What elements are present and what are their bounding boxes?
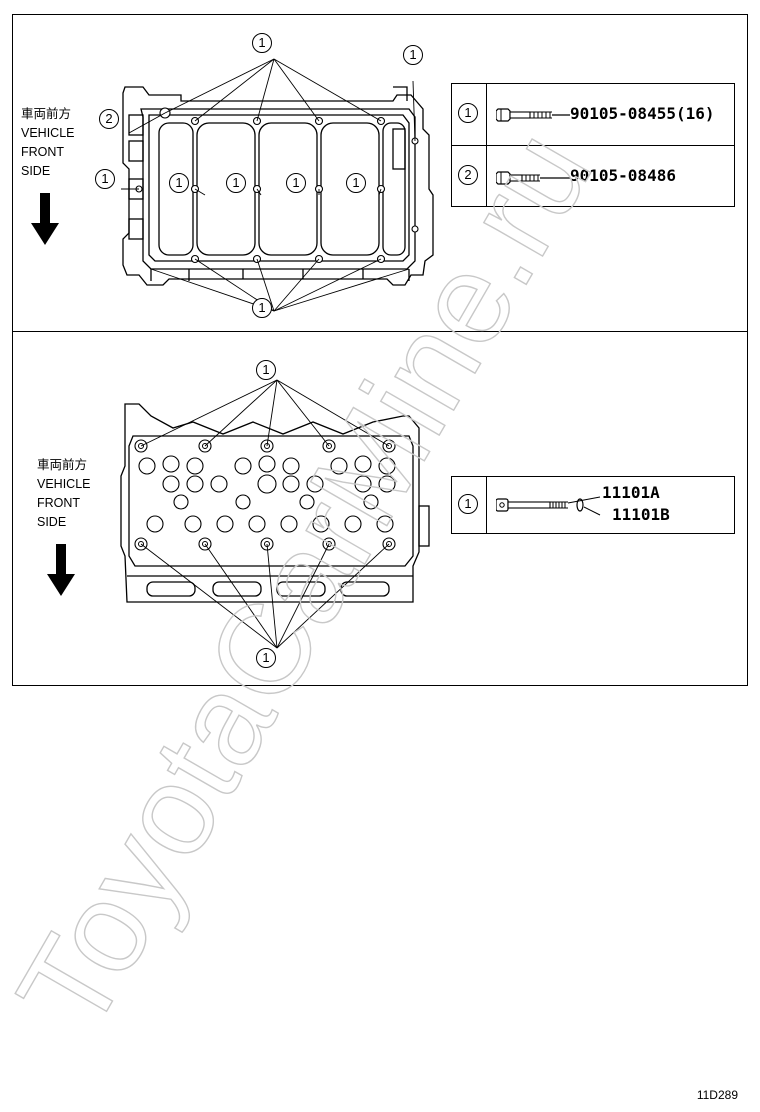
legend-row: 2 90105-08486 <box>452 145 734 206</box>
vehicle-front-line3: SIDE <box>37 515 67 529</box>
callout-2: 2 <box>99 109 119 129</box>
vehicle-front-line3: SIDE <box>21 164 51 178</box>
legend-index-cell: 2 <box>452 145 487 206</box>
bolt-icon <box>496 108 570 122</box>
cam-housing-diagram <box>121 58 434 312</box>
legend-row: 1 90105-08455(16) <box>452 84 734 146</box>
legend-index-cell: 1 <box>452 84 487 145</box>
bolt-icon <box>496 171 570 185</box>
vehicle-front-ja: 車両前方 <box>21 107 72 121</box>
part-number: 11101B <box>612 505 670 524</box>
callout-1: 1 <box>403 45 423 65</box>
legend-index: 2 <box>458 165 478 185</box>
callout-1: 1 <box>286 173 306 193</box>
part-number: 90105-08455(16) <box>570 104 715 123</box>
callout-1: 1 <box>346 173 366 193</box>
parts-legend-table: 1 11101A 11101B <box>451 476 735 534</box>
bottom-panel: 車両前方 VEHICLE FRONT SIDE <box>12 331 748 686</box>
vehicle-front-line2: FRONT <box>21 145 65 159</box>
callout-1: 1 <box>252 33 272 53</box>
diagram-code: 11D289 <box>696 1088 738 1102</box>
callout-1: 1 <box>256 360 276 380</box>
down-arrow-icon <box>47 544 75 596</box>
callout-1: 1 <box>226 173 246 193</box>
head-bolt-with-washer-icon <box>496 496 601 516</box>
cylinder-head-diagram <box>120 379 430 649</box>
vehicle-front-label: 車両前方 VEHICLE FRONT SIDE <box>21 105 75 181</box>
callout-1: 1 <box>252 298 272 318</box>
part-number: 90105-08486 <box>570 166 676 185</box>
vehicle-front-line1: VEHICLE <box>21 126 75 140</box>
down-arrow-icon <box>31 193 59 245</box>
callout-1: 1 <box>256 648 276 668</box>
vehicle-front-label: 車両前方 VEHICLE FRONT SIDE <box>37 456 91 532</box>
part-number: 11101A <box>602 483 660 502</box>
top-panel: 車両前方 VEHICLE FRONT SIDE <box>12 14 748 332</box>
callout-1: 1 <box>169 173 189 193</box>
callout-1: 1 <box>95 169 115 189</box>
parts-legend-table: 1 90105-08455(16) 2 90105-08486 <box>451 83 735 207</box>
legend-index-cell: 1 <box>452 477 487 533</box>
legend-index: 1 <box>458 494 478 514</box>
vehicle-front-line2: FRONT <box>37 496 81 510</box>
vehicle-front-line1: VEHICLE <box>37 477 91 491</box>
legend-row: 1 11101A 11101B <box>452 477 734 533</box>
vehicle-front-ja: 車両前方 <box>37 458 88 472</box>
legend-index: 1 <box>458 103 478 123</box>
